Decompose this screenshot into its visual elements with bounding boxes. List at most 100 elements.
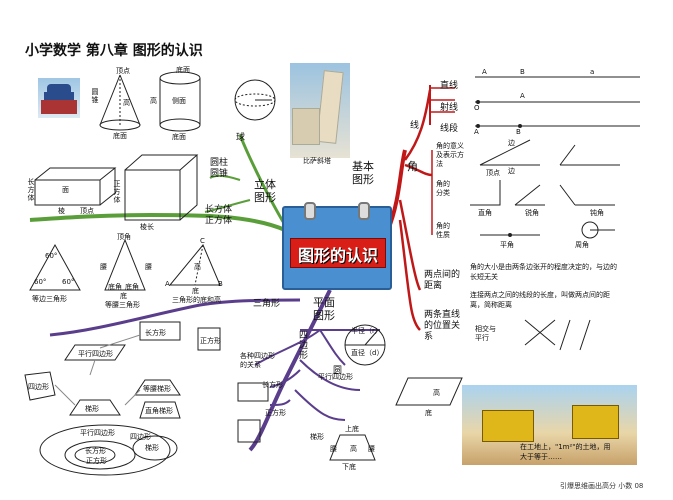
solid-branch-line [29,212,286,232]
rect-label: 长方形 [262,381,283,389]
ray-label: 射线 [440,103,459,113]
para-height-label: 高 [433,389,440,397]
trapezoid-label: 梯形 [310,433,324,441]
position-sub-label: 相交与平行 [475,325,496,342]
distance-text: 连接两点之间的线段的长度，叫做两点间的距离，简称距离 [470,291,610,309]
set-para-label: 平行四边形 [80,429,115,437]
cuboid-cube-label: 长方体 正方体 [205,205,233,226]
equilateral-label: 等边三角形 [32,295,67,303]
construction-cartoon [462,385,637,465]
point-a-label: A [165,280,170,288]
point-c-label: C [200,237,205,245]
line-group-label: 线 [410,121,420,131]
segment-label: 线段 [440,124,459,134]
tri-angle-label: 60° [34,278,47,286]
cube-name-label: 正方体 [113,180,121,204]
point-b-label: B [218,280,223,288]
cuboid-name-label: 长方体 [27,178,35,202]
page-title: 小学数学 第八章 图形的认识 [25,43,203,59]
set-rect-label: 长方形 [85,447,106,455]
circle-label: 圆 [333,366,343,376]
board-ring [358,202,370,220]
general-triangle-label: 三角形的底和高 [172,296,221,304]
down-base-label: 下底 [342,463,356,471]
cylinder-side-label: 侧面 [172,97,186,105]
center-board: 图形的认识 [282,202,392,290]
cylinder-bottom-label: 底面 [172,133,186,141]
angle-side-label: 边 [508,167,515,175]
branch-solid: 立体图形 [254,178,276,204]
isosceles-label: 等腰三角形 [105,301,140,309]
ray-point-o: O [474,104,480,112]
angle-vertex-label: 顶点 [486,169,500,177]
cone-name-label: 圆锥 [91,88,99,104]
sphere-label: 球 [236,133,246,143]
angle-meaning-label: 角的意义及表示方法 [436,142,464,168]
obtuse-angle-label: 钝角 [590,209,604,217]
ray-point-a: A [520,92,525,100]
tri-angle-label: 60° [62,278,75,286]
cuboid-face-label: 面 [62,186,69,194]
trap-waist-label: 腰 [368,445,375,453]
cube-edge-label: 棱长 [140,223,154,231]
rel-quad-label: 四边形 [28,383,49,391]
quad-relation-label: 各种四边形的关系 [240,352,275,369]
branch-angle: 角 [407,160,418,173]
center-title: 图形的认识 [297,246,378,265]
cuboid-vertex-label: 顶点 [80,207,94,215]
parallelogram-label: 平行四边形 [318,373,353,381]
para-base-label: 底 [425,409,432,417]
cone-height-label: 高 [123,99,130,107]
radius-label: 半径（r） [351,327,382,335]
base-label: 底 [120,292,127,300]
triangle-branch-label: 三角形 [253,299,281,309]
branch-plane: 平面图形 [313,296,335,322]
branch-basic: 基本图形 [352,160,374,186]
center-title-box: 图形的认识 [290,238,386,268]
straight-line-label: 直线 [440,81,459,91]
cylinder-top-label: 底面 [176,66,190,74]
cone-apex-label: 顶点 [116,67,130,75]
rel-square-label: 正方形 [200,337,221,345]
cuboid-edge-label: 棱 [58,207,65,215]
sphere-branch-line [238,134,287,226]
cartoon-caption: 在工地上，"1m²"的土地，用 大于等于…… [520,443,611,461]
temple-image [38,78,80,118]
base-angle-label: 底角 [108,283,122,291]
line-a-label: a [590,68,595,76]
up-base-label: 上底 [345,425,359,433]
rel-para-label: 平行四边形 [78,350,113,358]
angle-classify-label: 角的分类 [436,180,450,197]
footer: 引爆思维画出高分 小数 08 [560,482,644,490]
acute-angle-label: 锐角 [525,209,539,217]
segment-point-a: A [474,128,479,136]
trap-waist-label: 腰 [330,445,337,453]
line-point-a: A [482,68,487,76]
cylinder-cone-label: 圆柱 圆锥 [210,158,229,179]
line-point-b: B [520,68,525,76]
angle-note: 角的大小是由两条边张开的程度决定的，与边的长短无关 [470,263,617,281]
set-square-label: 正方形 [86,457,107,465]
angle-side-label: 边 [508,139,515,147]
cone-bottom-label: 底面 [113,132,127,140]
square-label: 正方形 [265,409,286,417]
waist-label: 腰 [145,263,152,271]
cylinder-height-label: 高 [150,97,157,105]
rel-iso-trap-label: 等腰梯形 [143,385,171,393]
position-label: 两条直线的位置关系 [424,310,461,342]
base-angle-label: 底角 [125,283,139,291]
pisa-caption: 比萨斜塔 [303,157,331,165]
rel-right-trap-label: 直角梯形 [145,407,173,415]
segment-point-b: B [516,128,521,136]
angle-property-label: 角的性质 [436,222,450,239]
rel-trap-label: 梯形 [85,405,99,413]
quad-branch-label: 四边形 [297,330,307,360]
pisa-image [290,63,350,158]
rel-rect-label: 长方形 [145,329,166,337]
distance-label: 两点间的距离 [424,270,461,291]
set-trap-label: 梯形 [145,444,159,452]
diameter-label: 直径（d） [351,349,384,357]
straight-angle-label: 平角 [500,241,514,249]
set-quad-label: 四边形 [130,433,151,441]
